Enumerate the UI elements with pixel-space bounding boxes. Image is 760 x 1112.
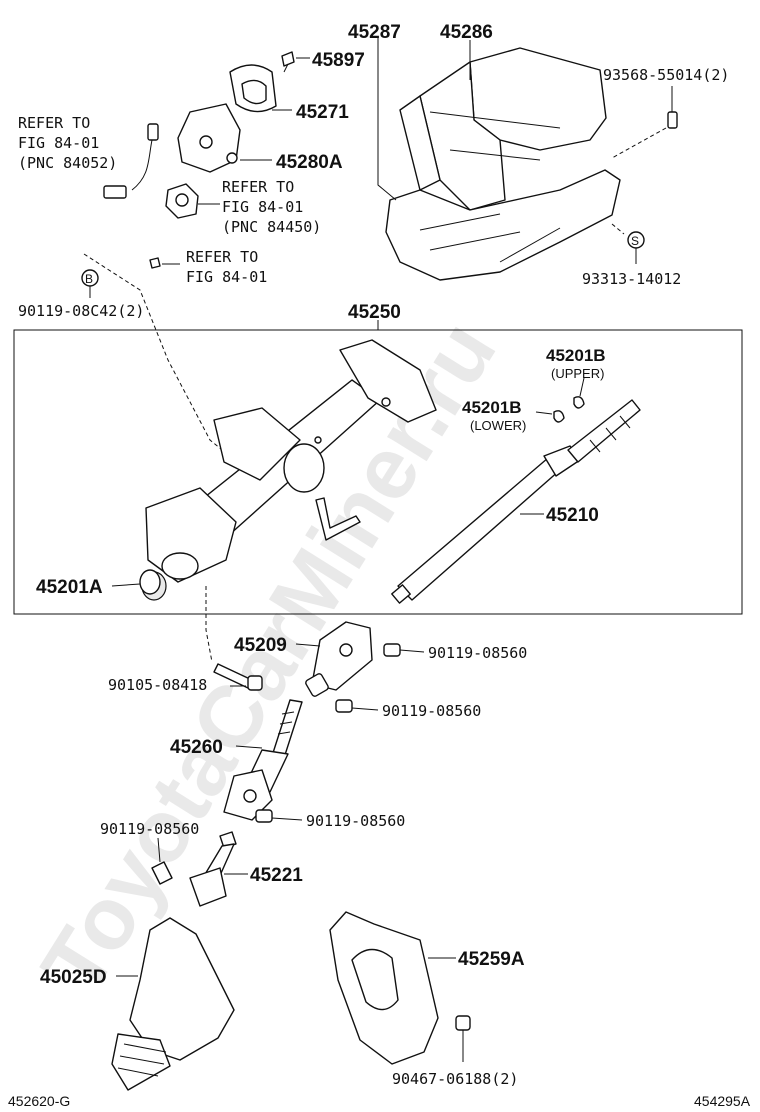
steering-column-tube — [145, 339, 437, 583]
screw-refer-84-01 — [149, 257, 180, 269]
footer-left-code: 452620-G — [8, 1093, 70, 1109]
label-93313: 93313-14012 — [582, 270, 681, 288]
label-45221: 45221 — [250, 865, 303, 886]
ref1-line2: FIG 84-01 — [18, 134, 99, 152]
label-45201b-upper: 45201B — [546, 346, 606, 365]
key-cylinder-84450 — [165, 183, 220, 219]
label-45260: 45260 — [170, 737, 223, 758]
marker-b-text: B — [85, 272, 93, 286]
footer-right-code: 454295A — [694, 1093, 751, 1109]
label-45897: 45897 — [312, 50, 365, 71]
ref1-line3: (PNC 84052) — [18, 154, 117, 172]
label-93568: 93568-55014(2) — [603, 66, 729, 84]
bolt-90105-08418 — [213, 663, 263, 691]
screw-93568 — [611, 86, 678, 159]
bolt-90467-06188 — [455, 1015, 471, 1062]
dashed-lower-path — [205, 586, 213, 663]
label-90467-06188: 90467-06188(2) — [392, 1070, 518, 1088]
ref3-line2: FIG 84-01 — [186, 268, 267, 286]
snap-ring-45201b-upper — [573, 377, 585, 409]
clamp-45271 — [229, 64, 292, 113]
qualifier-lower: (LOWER) — [470, 418, 526, 433]
ref3-line1: REFER TO — [186, 248, 258, 266]
sensor-connector-84052 — [103, 123, 159, 199]
label-45259a: 45259A — [458, 949, 525, 970]
label-45201a: 45201A — [36, 577, 103, 598]
label-45286: 45286 — [440, 22, 493, 43]
screw-45897 — [281, 51, 310, 73]
ref2-line2: FIG 84-01 — [222, 198, 303, 216]
bushing-45201a — [111, 569, 167, 601]
bolt-90119-08560-a — [383, 643, 425, 657]
label-90119-08560-d: 90119-08560 — [100, 820, 199, 838]
label-45250: 45250 — [348, 302, 401, 323]
main-shaft-45210 — [391, 399, 641, 604]
ref2-line1: REFER TO — [222, 178, 294, 196]
bolt-90119-08560-b — [335, 699, 379, 713]
yoke-45221 — [189, 831, 248, 907]
label-90119-08560-b: 90119-08560 — [382, 702, 481, 720]
label-90105-08418: 90105-08418 — [108, 676, 207, 694]
column-cover-lower-45287 — [385, 169, 621, 281]
ref2-line3: (PNC 84450) — [222, 218, 321, 236]
label-45210: 45210 — [546, 505, 599, 526]
qualifier-upper: (UPPER) — [551, 366, 604, 381]
universal-joint-45209 — [295, 621, 373, 697]
leader-s — [611, 223, 625, 235]
snap-ring-45201b-lower — [535, 410, 565, 423]
column-cover-upper-45286 — [399, 47, 607, 211]
label-90119-08c42: 90119-08C42(2) — [18, 302, 144, 320]
bracket-45280a — [177, 103, 272, 173]
label-90119-08560-a: 90119-08560 — [428, 644, 527, 662]
marker-s-text: S — [631, 234, 639, 248]
intermediate-shaft-45260 — [223, 699, 303, 821]
label-90119-08560-c: 90119-08560 — [306, 812, 405, 830]
boot-45025d — [111, 917, 235, 1091]
bolt-90119-08560-d — [151, 837, 173, 885]
label-45209: 45209 — [234, 635, 287, 656]
leader-45287 — [377, 38, 397, 201]
label-45201b-lower: 45201B — [462, 398, 522, 417]
label-45025d: 45025D — [40, 967, 107, 988]
label-45280a: 45280A — [276, 152, 343, 173]
cover-45259a — [329, 911, 456, 1065]
label-45271: 45271 — [296, 102, 349, 123]
bolt-90119-08560-c — [255, 809, 303, 823]
label-45287: 45287 — [348, 22, 401, 43]
ref1-line1: REFER TO — [18, 114, 90, 132]
